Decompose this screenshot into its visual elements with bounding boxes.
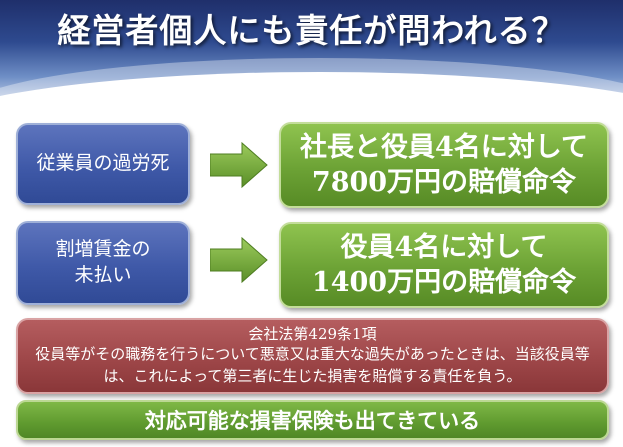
- law-text: 役員等がその職務を行うについて悪意又は重大な過失があったときは、当該役員等は、こ…: [35, 345, 590, 385]
- result-label: 社長と役員4名に対して 7800万円の賠償命令: [300, 131, 588, 198]
- law-title: 会社法第429条1項: [248, 324, 377, 343]
- conclusion-box: 対応可能な損害保険も出てきている: [16, 400, 609, 440]
- cause-label: 割増賃金の 未払い: [55, 238, 151, 286]
- page-title: 経営者個人にも責任が問われる？: [57, 11, 566, 50]
- right-arrow-icon: [210, 236, 268, 284]
- result-box-1400man: 役員4名に対して 1400万円の賠償命令: [279, 222, 609, 308]
- cause-label: 従業員の過労死: [36, 152, 170, 175]
- cause-box-overwork-death: 従業員の過労死: [16, 123, 190, 205]
- result-label: 役員4名に対して 1400万円の賠償命令: [311, 231, 577, 298]
- right-arrow-icon: [210, 141, 268, 189]
- conclusion-label: 対応可能な損害保険も出てきている: [144, 408, 481, 433]
- law-box: 会社法第429条1項 役員等がその職務を行うについて悪意又は重大な過失があったと…: [16, 318, 609, 394]
- title-banner: 経営者個人にも責任が問われる？: [0, 0, 623, 110]
- result-box-7800man: 社長と役員4名に対して 7800万円の賠償命令: [279, 122, 609, 208]
- cause-box-unpaid-overtime: 割増賃金の 未払い: [16, 221, 190, 305]
